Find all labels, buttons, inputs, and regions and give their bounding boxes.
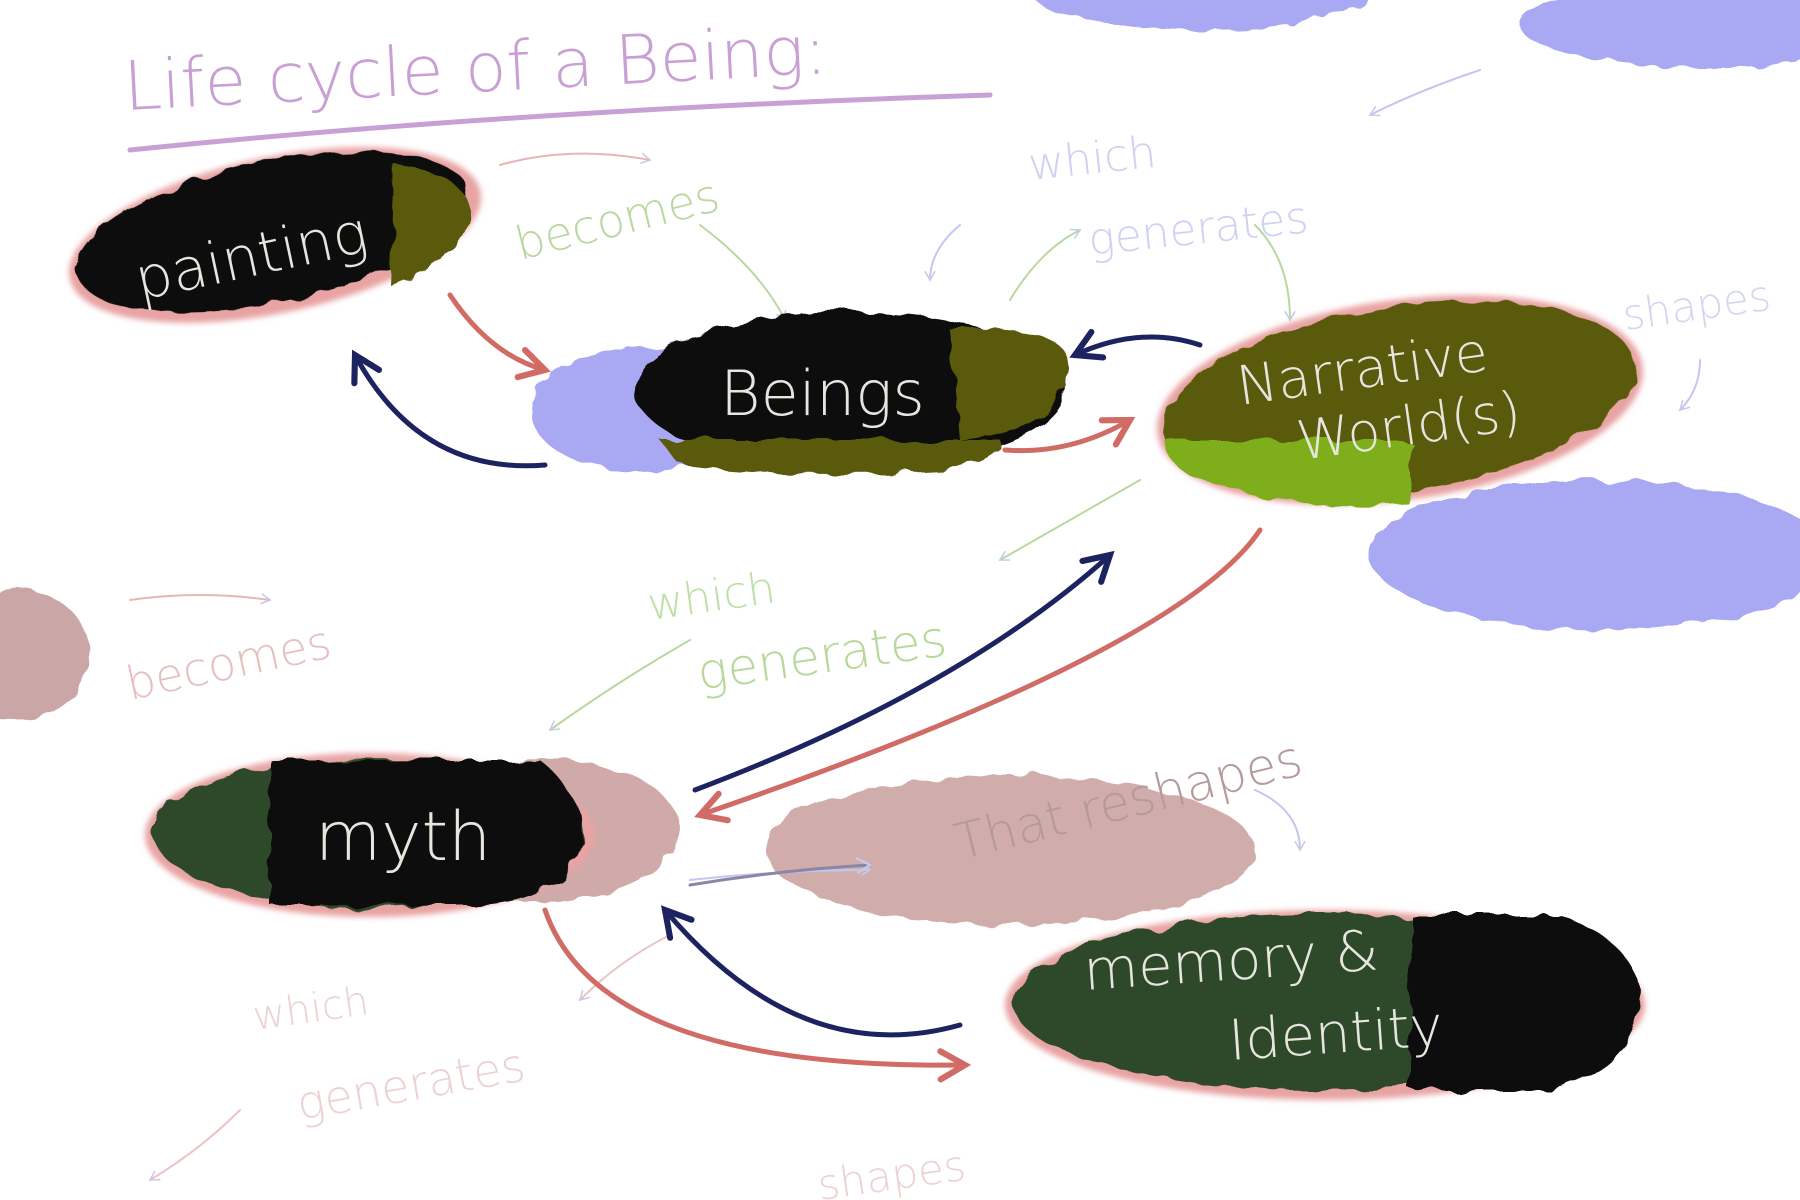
blob-periwinkle-top-right [1520,0,1800,67]
annotation-generates-bottom: generates [293,1038,530,1131]
node-memory-identity: memory & Identity [1005,910,1645,1100]
node-myth-label: myth [315,798,491,877]
arrow-beings-to-painting [351,349,548,469]
faint-sketch-layer [129,69,1701,1181]
blob-pink-left [0,590,90,720]
annotation-shapes-right: shapes [1620,271,1774,340]
annotation-becomes-top: becomes [510,168,725,271]
diagram-title: Life cycle of a Being: [122,11,829,127]
node-beings-label: Beings [720,357,925,430]
arrow-memory-to-myth [661,905,963,1038]
node-painting: painting [68,147,482,323]
annotation-shapes-bottom: shapes [815,1141,969,1200]
node-memory-line2: Identity [1226,994,1445,1074]
arrow-narrative-to-myth [694,527,1263,824]
annotation-which-top: which [1026,127,1159,191]
arrow-myth-to-narrative [692,550,1115,793]
arrow-painting-to-beings [447,292,551,381]
title-group: Life cycle of a Being: [122,11,993,153]
annotation-which-bottom: which [250,978,372,1040]
node-narrative-worlds: Narrative World(s) [1156,295,1644,506]
node-myth: myth [145,753,595,917]
title-underline [127,92,993,153]
arrow-myth-to-that-reshapes [688,857,873,887]
blob-periwinkle-top [1035,0,1365,30]
arrow-beings-to-narrative [1002,416,1136,454]
arrow-narrative-to-beings [1069,328,1203,361]
annotation-which-mid: which [644,563,778,631]
node-beings: Beings [635,312,1070,474]
arrows [351,292,1263,1083]
blob-periwinkle-right [1370,480,1800,630]
annotation-generates-mid: generates [694,610,950,702]
arrow-myth-to-memory [542,907,972,1083]
blob-pink-center [765,775,1255,925]
annotation-becomes-left: becomes [121,615,336,711]
